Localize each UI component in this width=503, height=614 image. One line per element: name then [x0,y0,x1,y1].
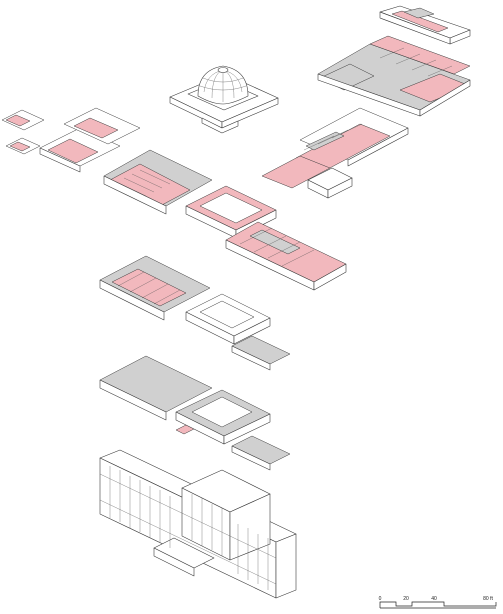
main-floor-plan [1,35,471,291]
upper-middle-floor-plan [99,255,291,371]
scale-bar: 0 20 40 80 ft [379,596,497,609]
scale-tick-40: 40 [431,596,437,602]
scale-tick-20: 20 [403,596,409,602]
lower-middle-floor-plan [99,355,291,471]
scale-tick-0: 0 [379,596,382,602]
ground-floor-facade [99,449,297,599]
rotunda-dome [169,65,279,134]
scale-tick-80: 80 ft [483,596,493,602]
annex-building-top [379,5,471,45]
